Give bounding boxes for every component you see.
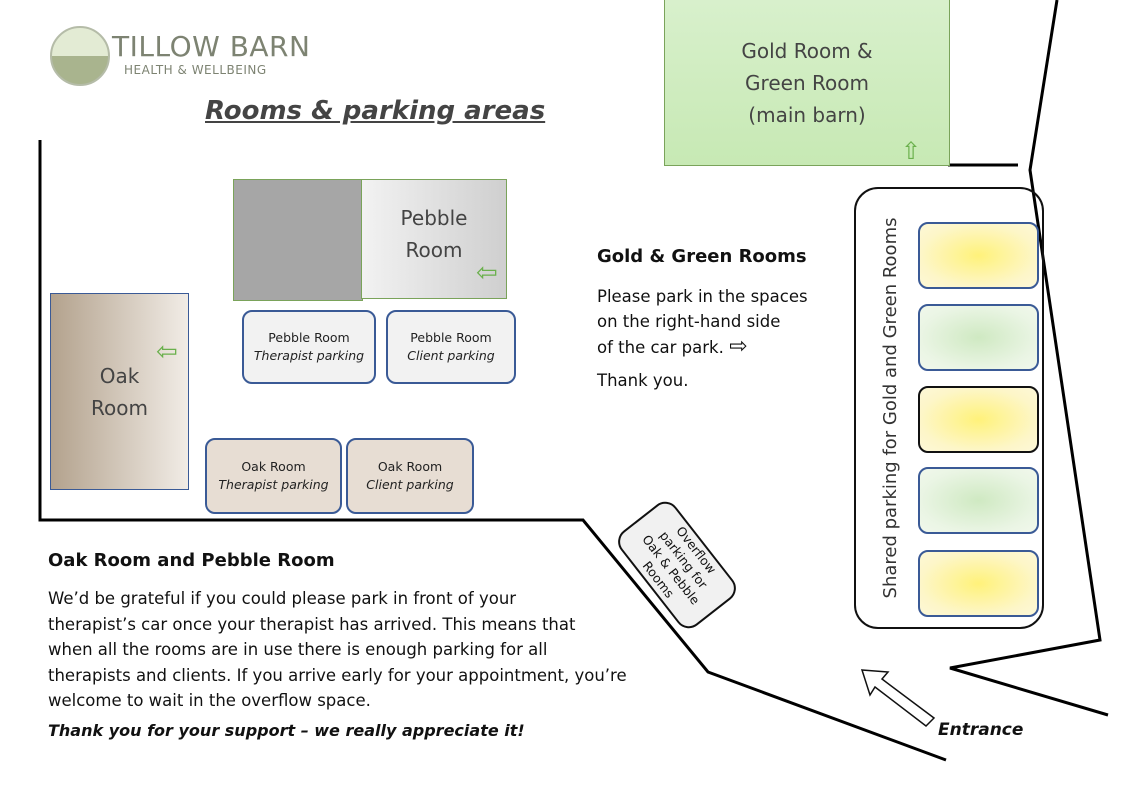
arrow-left-icon: ⇦ <box>156 337 178 367</box>
spot-name: Pebble Room <box>268 330 350 345</box>
shared-parking-label: Shared parking for Gold and Green Rooms <box>880 217 901 599</box>
parking-stall <box>918 467 1039 534</box>
spot-type: Client parking <box>407 348 495 363</box>
instruction-line: We’d be grateful if you could please par… <box>48 589 517 608</box>
shared-parking-area <box>854 187 1044 629</box>
thanks-text: Thank you. <box>597 371 689 390</box>
spot-type: Client parking <box>366 477 454 492</box>
logo-tagline: HEALTH & WELLBEING <box>124 63 267 77</box>
instruction-line: Please park in the spaces <box>597 287 808 306</box>
instruction-line: on the right-hand side <box>597 312 781 331</box>
instruction-line: therapists and clients. If you arrive ea… <box>48 665 627 685</box>
room-label: (main barn) <box>748 102 866 127</box>
instruction-line: therapist’s car once your therapist has … <box>48 614 576 634</box>
pebble-room-grey-area <box>233 179 363 301</box>
room-label: Gold Room & <box>741 38 873 63</box>
spot-name: Oak Room <box>377 459 443 474</box>
spot-type: Therapist parking <box>253 348 365 363</box>
arrow-right-icon: ⇨ <box>729 334 748 359</box>
room-label: Oak <box>99 363 140 388</box>
thanks-support: Thank you for your support – we really a… <box>48 721 525 740</box>
tree-logo-icon <box>50 26 110 86</box>
room-gold-green: Gold Room & Green Room (main barn) <box>664 0 950 166</box>
instruction-line: when all the rooms are in use there is e… <box>48 640 548 659</box>
parking-stall <box>918 304 1039 371</box>
arrow-left-icon: ⇦ <box>476 258 498 288</box>
oak-pebble-heading: Oak Room and Pebble Room <box>48 550 335 571</box>
room-pebble: Pebble Room <box>361 179 507 299</box>
arrow-up-icon: ⇧ <box>901 137 922 165</box>
room-label: Room <box>405 238 463 262</box>
spot-name: Oak Room <box>241 459 306 474</box>
instruction-line: welcome to wait in the overflow space. <box>48 691 371 710</box>
room-label: Room <box>91 395 148 420</box>
room-oak: Oak Room <box>50 293 189 490</box>
spot-type: Therapist parking <box>218 477 329 492</box>
parking-stall <box>918 222 1039 289</box>
room-label: Green Room <box>745 70 869 95</box>
gold-green-heading: Gold & Green Rooms <box>597 246 807 267</box>
logo-name: TILLOW BARN <box>112 30 311 63</box>
instruction-line: of the car park. <box>597 338 724 357</box>
page-title: Rooms & parking areas <box>205 96 546 126</box>
gold-green-instructions: Please park in the spaces on the right-h… <box>597 284 808 393</box>
entrance-label: Entrance <box>938 720 1024 740</box>
spot-name: Pebble Room <box>410 330 492 345</box>
parking-stall <box>918 386 1039 453</box>
oak-pebble-instructions: We’d be grateful if you could please par… <box>48 586 627 714</box>
room-label: Pebble <box>400 206 468 230</box>
entrance-arrow-icon <box>860 669 936 727</box>
parking-stall <box>918 550 1039 617</box>
